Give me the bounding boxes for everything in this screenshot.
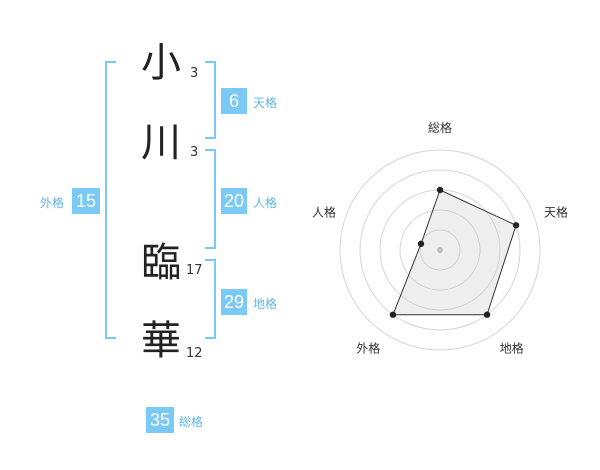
- name-char-2: 川: [141, 120, 181, 166]
- outer-bracket: [105, 61, 116, 339]
- stroke-count-4: 12: [186, 346, 203, 361]
- radar-ring-5: [339, 149, 541, 351]
- soukaku-label: 総格: [179, 415, 204, 429]
- radar-axis-label-4: 人格: [312, 204, 336, 219]
- chikaku-label: 地格: [253, 297, 278, 311]
- gaikaku-label: 外格: [40, 196, 65, 210]
- stroke-count-2: 3: [190, 145, 199, 160]
- radar-center: [437, 247, 443, 253]
- jinkaku-label: 人格: [253, 196, 278, 210]
- tenkaku-label: 天格: [253, 96, 278, 110]
- radar-point-0: [436, 186, 444, 194]
- gaikaku-value: 15: [72, 188, 100, 214]
- radar-ring-1: [419, 229, 461, 271]
- soukaku-value: 35: [146, 407, 174, 433]
- name-char-1: 小: [141, 40, 181, 86]
- name-char-4: 華: [141, 318, 181, 364]
- name-char-3: 臨: [141, 240, 181, 286]
- radar-point-2: [483, 311, 491, 318]
- radar-axis-label-1: 天格: [544, 204, 568, 219]
- tenkaku-bracket: [205, 61, 216, 139]
- radar-point-1: [512, 222, 520, 229]
- radar-ring-2: [399, 209, 481, 291]
- radar-axis-label-3: 外格: [356, 341, 380, 356]
- radar-series-polygon: [392, 189, 517, 316]
- jinkaku-value: 20: [221, 188, 247, 214]
- radar-point-3: [389, 311, 397, 318]
- chikaku-bracket: [205, 259, 216, 339]
- radar-axis-label-0: 総格: [428, 120, 452, 135]
- chikaku-value: 29: [221, 289, 247, 315]
- radar-axis-label-2: 地格: [500, 341, 524, 356]
- stroke-count-3: 17: [186, 263, 203, 278]
- stroke-count-1: 3: [190, 66, 199, 81]
- radar-point-4: [417, 240, 425, 248]
- jinkaku-bracket: [205, 149, 216, 249]
- radar-ring-4: [359, 169, 521, 331]
- tenkaku-value: 6: [221, 88, 247, 114]
